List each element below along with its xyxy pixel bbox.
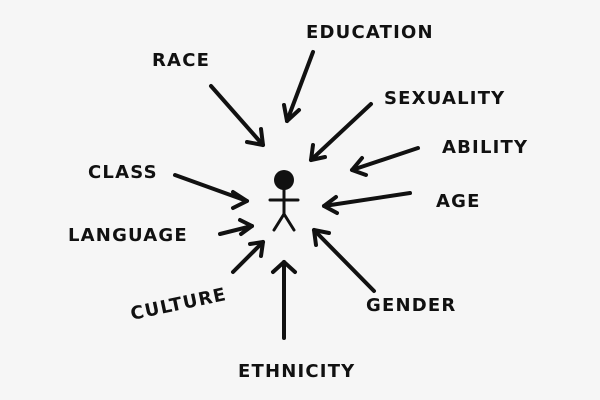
person-head (274, 170, 294, 190)
arrow-sexuality (309, 102, 373, 162)
label-education: EDUCATION (306, 22, 434, 43)
label-ethnicity: ETHNICITY (238, 361, 355, 382)
label-ability: ABILITY (442, 137, 528, 158)
arrow-ability (350, 146, 420, 177)
person-figure (268, 170, 300, 232)
person-left-leg (272, 212, 286, 232)
label-gender: GENDER (366, 295, 456, 316)
label-sexuality: SEXUALITY (384, 88, 505, 109)
arrow-class (173, 173, 249, 210)
arrow-culture (231, 240, 265, 274)
arrow-race (209, 84, 265, 147)
arrow-ethnicity (271, 260, 297, 340)
label-age: AGE (436, 191, 481, 212)
person-right-leg (282, 212, 296, 232)
arrow-education (282, 50, 315, 123)
label-race: RACE (152, 50, 210, 71)
arrow-gender (312, 228, 376, 293)
arrow-age (322, 191, 412, 215)
label-culture: CULTURE (129, 284, 229, 325)
arrow-language (218, 218, 254, 236)
label-language: LANGUAGE (68, 225, 188, 246)
label-class: CLASS (88, 162, 158, 183)
